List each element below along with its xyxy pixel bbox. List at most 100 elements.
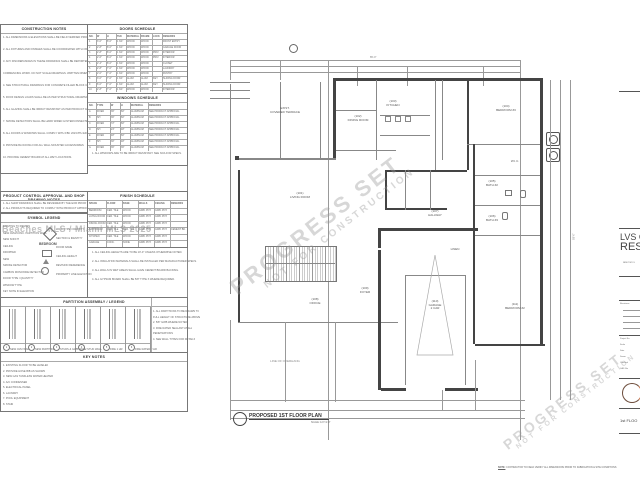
table-cell: SEE PRODUCT APPROVAL bbox=[149, 128, 180, 131]
table-cell: 1 3/4" bbox=[117, 88, 124, 91]
table-cell: 8'-0" bbox=[107, 40, 112, 44]
table-cell: INTERIOR bbox=[163, 56, 175, 60]
table-col-divider bbox=[152, 34, 153, 93]
table-header-cell: SPACE bbox=[89, 202, 98, 205]
table-cell: GWB. PNT. bbox=[139, 215, 152, 218]
partition-tag: 3 bbox=[53, 344, 60, 351]
table-col-divider bbox=[148, 103, 149, 151]
table-cell: LIVING ROOM bbox=[89, 215, 105, 218]
toilet-icon bbox=[520, 190, 526, 198]
table-cell: 2'-8" bbox=[97, 45, 102, 49]
table-cell: ALUM. bbox=[127, 77, 135, 81]
project-subtitle: NEW TWO S bbox=[623, 262, 635, 264]
table-cell: CLOSET bbox=[163, 61, 173, 65]
table-cell: ALUM. bbox=[141, 82, 149, 86]
note-line: DROPPED bbox=[3, 251, 16, 254]
title-block-field: Date bbox=[620, 350, 625, 352]
table-col-divider bbox=[126, 34, 127, 93]
table-cell: ALUMINUM bbox=[131, 110, 144, 113]
table-col-divider bbox=[120, 103, 121, 151]
table-cell: SH bbox=[97, 116, 101, 119]
note-line: 9. PROVIDE BLOCKING FOR ALL WALL MOUNTED… bbox=[3, 144, 85, 147]
table-cell: 2'-8" bbox=[97, 66, 102, 70]
table-header-cell: LOCK bbox=[153, 35, 160, 38]
table-row-divider bbox=[88, 55, 187, 57]
table-cell: GWB. PNT. bbox=[139, 241, 152, 244]
table-cell: FIXED bbox=[97, 122, 105, 125]
table-cell: ALUMINUM bbox=[131, 128, 144, 131]
table-cell: 2'-0" bbox=[97, 72, 102, 76]
table-row-divider bbox=[88, 60, 187, 62]
toilet-icon bbox=[502, 212, 508, 220]
ac-unit-icon bbox=[546, 148, 560, 162]
table-cell: ALUM. bbox=[127, 82, 135, 86]
dim-right-overall: 85'-0" bbox=[572, 233, 576, 240]
table-cell: 36" bbox=[111, 110, 115, 113]
windows-schedule-title: WINDOWS SCHEDULE bbox=[116, 96, 159, 100]
table-cell: WOOD bbox=[141, 88, 149, 91]
stool-icon bbox=[385, 116, 391, 122]
note-line: EXISTING TO REMAIN bbox=[3, 225, 31, 228]
note-line: 2. ALL INSULATION MATERIALS SHALL BE INS… bbox=[92, 260, 197, 263]
room-dining: (102)DINING ROOM bbox=[347, 114, 369, 122]
note-line: 10. PROVIDE CEMENT BOARD AT ALL WET LOCA… bbox=[3, 156, 72, 159]
table-cell: 6 bbox=[89, 66, 91, 70]
table-cell: WOOD bbox=[127, 45, 135, 49]
table-col-divider bbox=[116, 34, 117, 93]
stool-icon bbox=[405, 116, 411, 122]
table-cell: 7 bbox=[89, 72, 91, 76]
room-bath-2: (105)BATH #2 bbox=[486, 179, 498, 187]
table-cell: 36" bbox=[111, 116, 115, 119]
table-cell: GWB. PNT. bbox=[139, 221, 152, 225]
table-cell: FRONT ENTRY bbox=[163, 40, 180, 44]
note-line: 2. ALL FIXTURES AND FINISHES SHALL BE CO… bbox=[3, 48, 123, 51]
room-kitchen: (103)KITCHEN bbox=[386, 99, 400, 107]
dim-top-overall: 65'-0" bbox=[370, 56, 377, 59]
note-line: 5. ELECTRICAL PANEL bbox=[3, 386, 31, 389]
table-cell: 36" bbox=[121, 146, 125, 149]
table-cell: WOOD bbox=[141, 50, 149, 54]
note-line: 1. EXISTING FLOOR TO BE LEVELED bbox=[3, 364, 49, 367]
table-header-cell: NO. bbox=[89, 104, 94, 107]
table-cell: 7'-0" bbox=[107, 88, 112, 91]
table-cell: 3 bbox=[89, 50, 91, 54]
table-row-divider bbox=[88, 71, 187, 73]
table-row-divider bbox=[88, 121, 187, 122]
table-cell: 1 3/4" bbox=[117, 66, 124, 70]
table-cell: CEMENT BD. bbox=[171, 228, 186, 231]
room-garage: (110)GARAGE 2 CAR bbox=[428, 299, 442, 311]
footer-note-text: CONTRACTOR TO FIELD VERIFY ALL DIMENSION… bbox=[506, 466, 617, 469]
note-line: PENETRATIONS bbox=[153, 332, 173, 335]
table-cell: 48" bbox=[121, 128, 125, 131]
table-cell: 1 3/4" bbox=[117, 50, 124, 54]
title-block-field: Drawn bbox=[620, 356, 626, 358]
note-line: 4. A/C CONDENSER bbox=[3, 380, 28, 384]
table-col-divider bbox=[138, 201, 139, 247]
listing-watermark: Beaches MLS / Miami MLS 2025 bbox=[2, 224, 152, 234]
table-cell: 1 3/4" bbox=[117, 61, 124, 65]
table-cell: B bbox=[89, 116, 91, 119]
table-cell: CER. TILE bbox=[107, 228, 119, 231]
table-cell: 4 bbox=[89, 56, 91, 60]
table-cell: ALUMINUM bbox=[131, 146, 144, 149]
table-cell: SH bbox=[97, 128, 101, 131]
table-row-divider bbox=[88, 76, 187, 78]
room-covered-terrace: EXIST.COVERED TERRACE bbox=[270, 106, 300, 114]
wall-assembly-icon bbox=[107, 309, 116, 339]
note-line: 3. ALL WALLS IN WET AREAS SHALL HAVE CEM… bbox=[92, 269, 179, 272]
partition-tag: 6 bbox=[128, 344, 135, 351]
table-cell: INTERIOR bbox=[163, 88, 175, 91]
table-row-divider bbox=[88, 233, 187, 235]
table-cell: 2'-8" bbox=[97, 88, 102, 91]
note-line: CEILING HEIGHT bbox=[56, 255, 77, 258]
table-cell: WOOD bbox=[141, 40, 149, 44]
table-cell: 2'-6" bbox=[97, 56, 102, 60]
table-cell: 7'-0" bbox=[107, 82, 112, 86]
table-cell: GWB. PNT. bbox=[155, 241, 168, 244]
room-bath-3: (106)BATH #3 bbox=[486, 214, 498, 222]
table-cell: SEE PRODUCT APPROVAL bbox=[149, 116, 180, 119]
partition-label: NEW CMU WALL bbox=[10, 347, 31, 351]
table-cell: 8'-0" bbox=[107, 56, 112, 60]
